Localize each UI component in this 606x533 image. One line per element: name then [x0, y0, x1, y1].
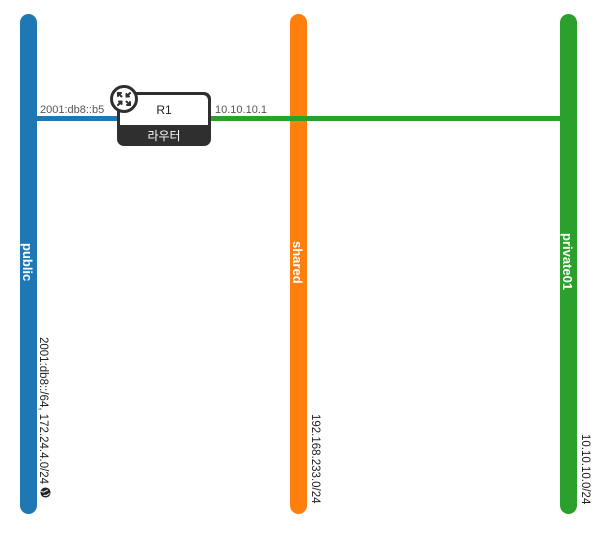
router-name: R1 — [120, 95, 208, 125]
network-bar-private01[interactable] — [560, 14, 577, 514]
router-icon — [110, 85, 138, 113]
router-type-label: 라우터 — [147, 128, 181, 143]
network-bar-public[interactable] — [20, 14, 37, 514]
network-cidr-public-text: 2001:db8::/64, 172.24.4.0/24 — [37, 337, 49, 485]
network-name-public[interactable]: public — [20, 243, 35, 282]
link-router-private01 — [208, 116, 568, 121]
network-name-private01[interactable]: private01 — [560, 233, 575, 291]
link-ip-public: 2001:db8::b5 — [40, 104, 105, 116]
link-ip-private01: 10.10.10.1 — [215, 104, 267, 116]
network-cidr-private01: 10.10.10.0/24 — [579, 434, 591, 505]
network-cidr-public: 2001:db8::/64, 172.24.4.0/24 — [37, 337, 51, 498]
network-name-shared[interactable]: shared — [290, 241, 305, 284]
network-cidr-shared: 192.168.233.0/24 — [309, 414, 321, 504]
globe-icon — [37, 487, 51, 498]
network-bar-shared[interactable] — [290, 14, 307, 514]
link-public-router — [28, 116, 120, 121]
